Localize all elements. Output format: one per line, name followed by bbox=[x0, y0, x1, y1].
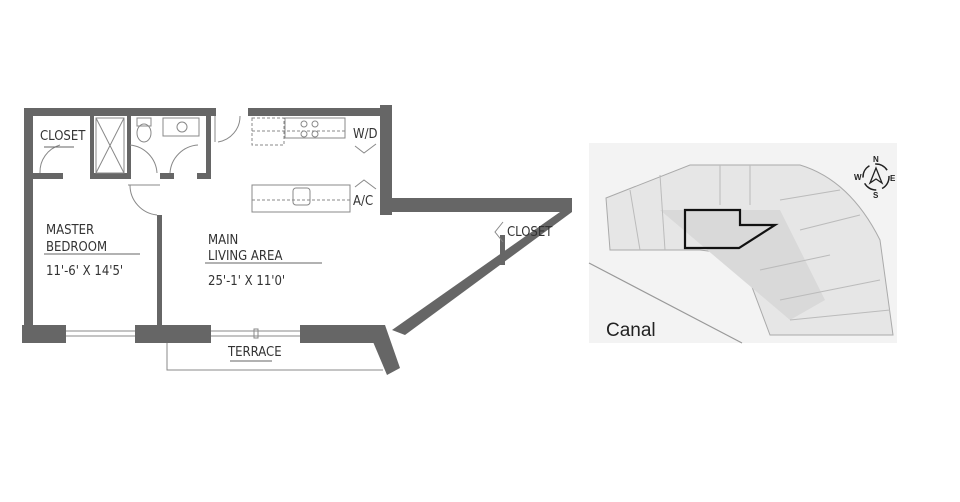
fixtures bbox=[39, 115, 504, 243]
unit-plan: CLOSET MASTER BEDROOM 11'-6' X 14'5' MAI… bbox=[22, 105, 572, 375]
ac-label: A/C bbox=[353, 194, 373, 209]
master-bedroom-label-line2: BEDROOM bbox=[46, 240, 107, 255]
closet-label-2: CLOSET bbox=[507, 225, 553, 240]
washer-dryer-label: W/D bbox=[353, 127, 378, 142]
closet-label: CLOSET bbox=[40, 129, 86, 144]
walls bbox=[22, 105, 572, 375]
key-plan: Canal N E S W bbox=[588, 143, 897, 344]
building-footprint bbox=[605, 164, 894, 336]
living-area-dimensions: 25'-1' X 11'0' bbox=[208, 274, 285, 289]
compass-e: E bbox=[890, 174, 896, 183]
windows bbox=[66, 328, 383, 371]
label-underlines bbox=[44, 146, 322, 362]
living-area-label-line2: LIVING AREA bbox=[208, 249, 282, 264]
canal-label: Canal bbox=[606, 320, 656, 341]
master-bedroom-label-line1: MASTER bbox=[46, 223, 94, 238]
compass-w: W bbox=[854, 173, 862, 182]
unit-highlight bbox=[683, 208, 779, 250]
canal-line bbox=[588, 262, 743, 344]
compass-icon: N E S W bbox=[854, 155, 896, 200]
compass-n: N bbox=[873, 155, 879, 164]
master-bedroom-dimensions: 11'-6' X 14'5' bbox=[46, 264, 123, 279]
terrace-label: TERRACE bbox=[227, 345, 282, 360]
compass-s: S bbox=[873, 191, 879, 200]
living-area-label-line1: MAIN bbox=[208, 233, 238, 248]
